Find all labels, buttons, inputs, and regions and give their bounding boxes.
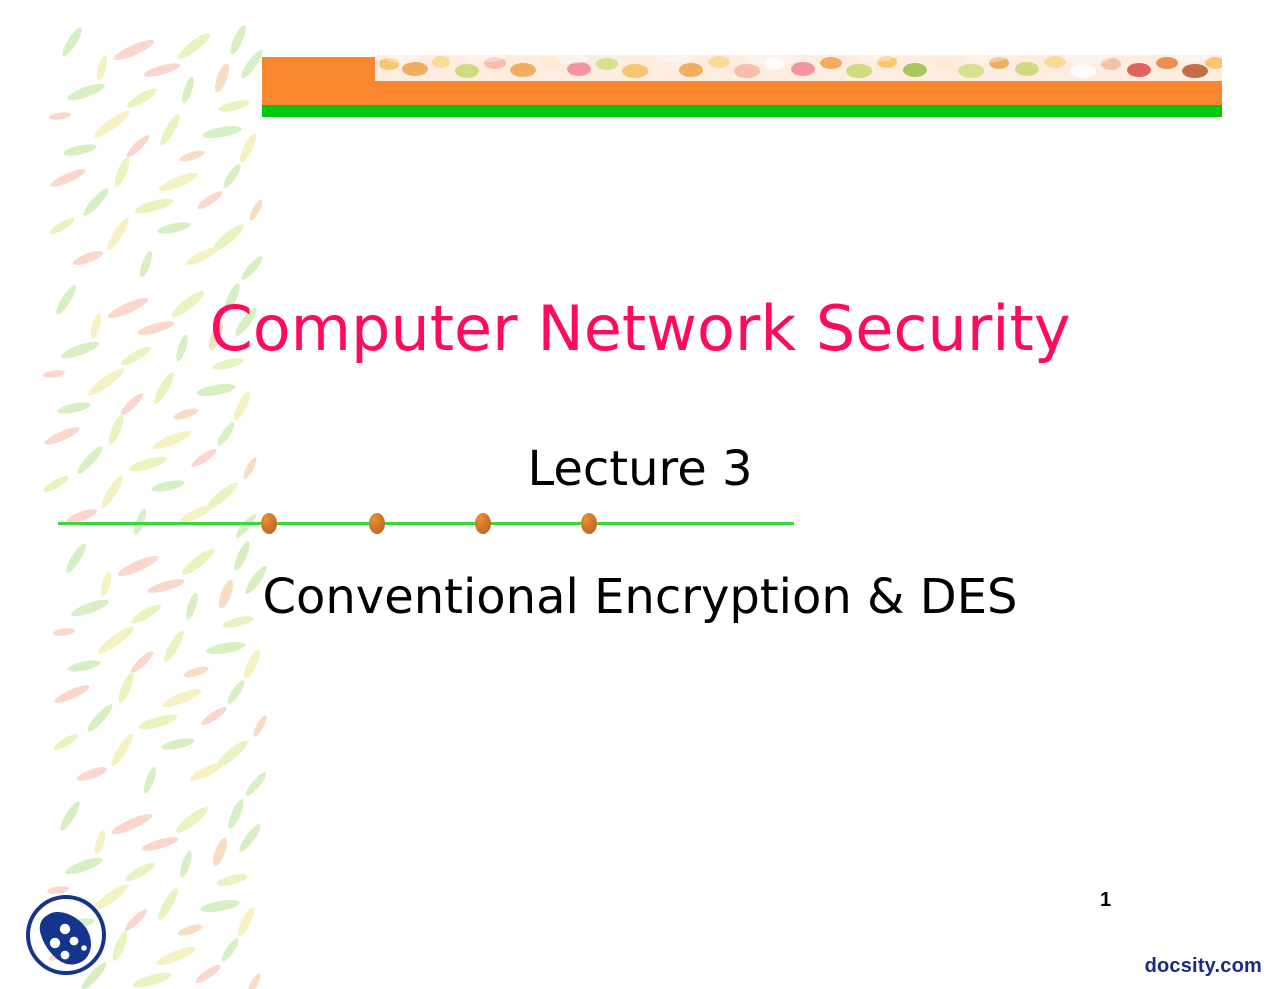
docsity-watermark: docsity.com [1144,955,1262,977]
header-green-rule [262,105,1222,117]
divider-dot [369,513,385,534]
divider-decoration [58,513,794,539]
header-confetti-texture [375,55,1222,81]
lecture-subtitle: Lecture 3 [527,441,753,497]
topic-heading: Conventional Encryption & DES [262,569,1018,625]
divider-line [58,522,794,525]
divider-dot [261,513,277,534]
confetti-border-decoration [42,0,272,989]
divider-dot [581,513,597,534]
divider-dot [475,513,491,534]
page-number: 1 [1100,889,1112,911]
docsity-logo-icon [24,893,108,977]
page-title: Computer Network Security [209,292,1071,365]
